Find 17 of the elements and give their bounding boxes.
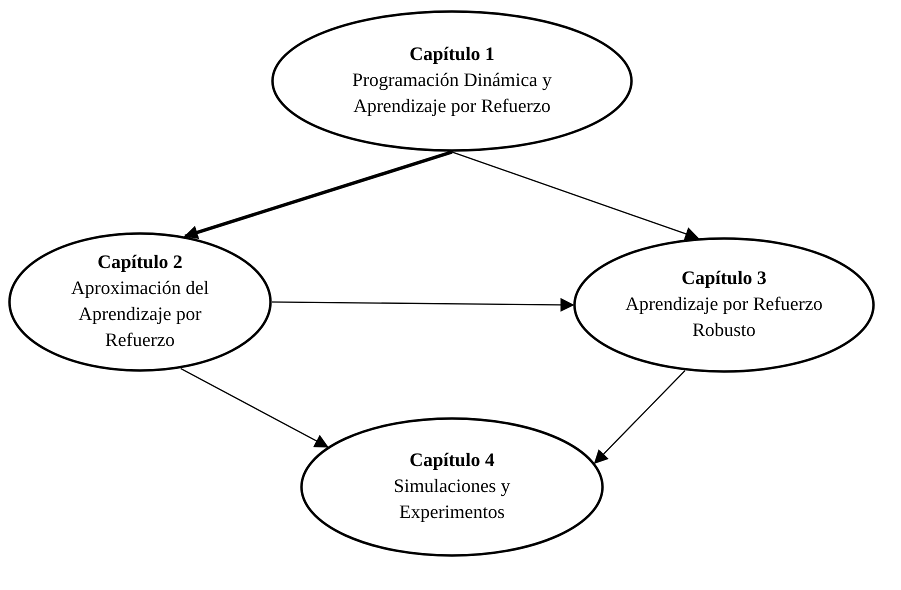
chapter-title: Simulaciones y Experimentos (392, 475, 512, 525)
arrow (184, 150, 453, 240)
chapter-ellipse (573, 237, 875, 373)
arrow (452, 151, 700, 240)
chapter-heading: Capítulo 4 (410, 449, 494, 473)
chapter-heading: Capítulo 1 (410, 43, 494, 67)
chapter-ellipse (8, 232, 272, 372)
arrow (594, 370, 686, 464)
chapter-heading: Capítulo 3 (682, 267, 766, 291)
chapter-ellipse (271, 10, 633, 152)
arrow (180, 368, 329, 448)
chapter-title: Aproximación del Aprendizaje por Refuerzo (70, 277, 210, 353)
chapter-heading: Capítulo 2 (98, 251, 182, 275)
chapter-ellipse (300, 417, 604, 557)
arrow (272, 298, 574, 312)
chapter-title: Programación Dinámica y Aprendizaje por Refuerzo (351, 69, 553, 119)
chapter-title: Aprendizaje por Refuerzo Robusto (624, 293, 824, 343)
